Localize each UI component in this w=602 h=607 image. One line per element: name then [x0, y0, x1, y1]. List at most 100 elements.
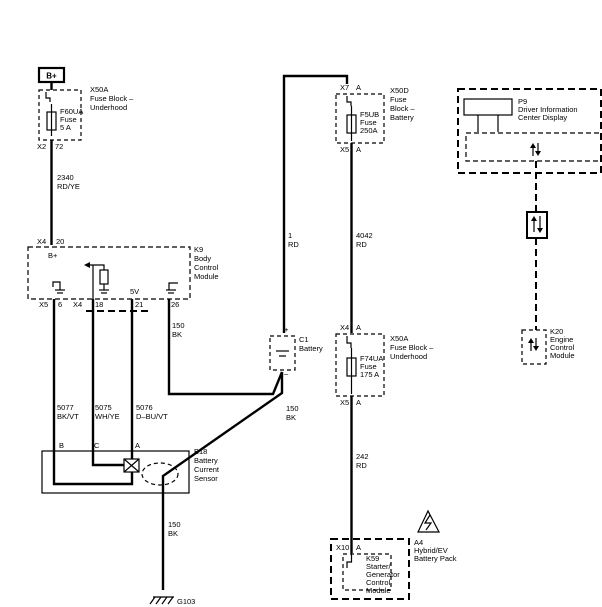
b18-name-3: Sensor: [194, 474, 218, 483]
gateway-data-icon: [526, 211, 548, 239]
x50d-ref: X50D: [390, 86, 409, 95]
wire-150-bot-circuit: 150: [168, 520, 181, 529]
hybrid-ev-battery-pack: X10 A A4 Hybrid/EV Battery Pack: [330, 509, 457, 600]
k9-5v: 5V: [130, 287, 139, 296]
x50d-connector-top: X7: [340, 83, 349, 92]
f74ua-ref: F74UA: [360, 354, 383, 363]
x50a-top-name-1: Fuse Block –: [90, 94, 134, 103]
x50d-pin-bottom: A: [356, 145, 361, 154]
x50a-mid-name-1: Fuse Block –: [390, 343, 434, 352]
f5ub-line-3: 250A: [360, 126, 378, 135]
wire-150-bot-color: BK: [168, 529, 178, 538]
k9-ref: K9: [194, 245, 203, 254]
k9-pin-21: 21: [135, 300, 143, 309]
k20-name-1: Engine: [550, 335, 573, 344]
k9-pin-6: 6: [58, 300, 62, 309]
k59-terminal-icon: [346, 553, 353, 568]
x50d-pin-top: A: [356, 83, 361, 92]
battery-c1: + – C1 Battery: [269, 325, 323, 378]
a4-name-2: Battery Pack: [414, 554, 457, 563]
fuse-block-battery: F5UB Fuse 250A: [335, 93, 385, 144]
c1-name: Battery: [299, 344, 323, 353]
wire-150-top: [167, 299, 284, 396]
engine-control-module: K20 Engine Control Module: [521, 327, 575, 365]
wire-4042-circuit: 4042: [356, 231, 373, 240]
wire-150-mid-color: BK: [286, 413, 296, 422]
k9-bplus: B+: [48, 251, 58, 260]
k59-name-2: Generator: [366, 570, 400, 579]
wire-4042-color: RD: [356, 240, 367, 249]
k9-bottom-connector-2: X4: [73, 300, 82, 309]
k20-name-3: Module: [550, 351, 575, 360]
f60ua-line-3: 5 A: [60, 123, 71, 132]
k9-bottom-connector: X5: [39, 300, 48, 309]
driver-information-center-display: P9 Driver Information Center Display: [457, 88, 602, 174]
wire-1rd-color: RD: [288, 240, 299, 249]
c1-plus: +: [284, 325, 289, 334]
wire-150-mid: [161, 372, 284, 590]
a4-pin: A: [356, 543, 361, 552]
starter-generator-control-module: K59 Starter/ Generator Control Module: [342, 553, 400, 595]
wire-242-circuit: 242: [356, 452, 369, 461]
k9-pin-26: 26: [171, 300, 179, 309]
a4-connector: X10: [336, 543, 349, 552]
k59-name-1: Starter/: [366, 562, 392, 571]
wire-1-rd: [282, 74, 349, 333]
k9-name-3: Module: [194, 272, 219, 281]
k9-ground-6-icon: [52, 281, 61, 290]
b18-name-2: Current: [194, 465, 220, 474]
x50d-name-1: Fuse: [390, 95, 407, 104]
k9-ground-26-icon: [168, 282, 178, 290]
c1-ref: C1: [299, 335, 309, 344]
high-voltage-warning-icon: [417, 509, 440, 533]
battery-positive-source: B+: [37, 66, 66, 90]
b18-pin-a: A: [135, 441, 140, 450]
wire-5077-color: BK/VT: [57, 412, 79, 421]
p9-name-2: Center Display: [518, 113, 567, 122]
x50a-mid-name-2: Underhood: [390, 352, 427, 361]
a4-name-1: Hybrid/EV: [414, 546, 448, 555]
ground-g103-icon: [149, 596, 174, 605]
x50a-top-name-2: Underhood: [90, 103, 127, 112]
k9-name-1: Body: [194, 254, 211, 263]
b18-pin-b: B: [59, 441, 64, 450]
x50a-top-ref: X50A: [90, 85, 108, 94]
k9-pin-top: 20: [56, 237, 64, 246]
f60ua-ref: F60UA: [60, 107, 83, 116]
f74ua-line-3: 175 A: [360, 370, 379, 379]
wire-5076-color: D–BU/VT: [136, 412, 168, 421]
k59-ref: K59: [366, 554, 379, 563]
x2-connector: X2: [37, 142, 46, 151]
f74ua-line-2: Fuse: [360, 362, 377, 371]
p9-name-1: Driver Information: [518, 105, 578, 114]
x50a-mid-connector-bottom: X5: [340, 398, 349, 407]
display-screen-icon: [463, 98, 513, 116]
k20-ref: K20: [550, 327, 563, 336]
f5ub-line-2: Fuse: [360, 118, 377, 127]
a4-ref: A4: [414, 538, 423, 547]
k9-resistor-icon: [99, 269, 109, 285]
wire-150-top-color: BK: [172, 330, 182, 339]
p9-data-arrows-icon: [530, 143, 541, 156]
wire-5077-circuit: 5077: [57, 403, 74, 412]
k9-name-2: Control: [194, 263, 219, 272]
wire-2340-circuit: 2340: [57, 173, 74, 182]
fuse-block-underhood-center: F74UA Fuse 175 A: [335, 333, 385, 397]
wire-5075: [91, 299, 124, 467]
b18-ref: B18: [194, 447, 207, 456]
current-sensor-icon: [123, 458, 140, 473]
k9-connector-top: X4: [37, 237, 46, 246]
wire-5076-circuit: 5076: [136, 403, 153, 412]
k59-name-3: Control: [366, 578, 391, 587]
battery-current-sensor: B C A B18 Battery Current Sensor: [41, 441, 220, 494]
x50a-mid-connector-top: X4: [340, 323, 349, 332]
f60ua-line-2: Fuse: [60, 115, 77, 124]
c1-minus: –: [284, 369, 289, 378]
b18-pin-c: C: [94, 441, 100, 450]
k20-name-2: Control: [550, 343, 575, 352]
wire-1rd-circuit: 1: [288, 231, 292, 240]
x50d-name-3: Battery: [390, 113, 414, 122]
x50a-mid-pin-top: A: [356, 323, 361, 332]
x50d-name-2: Block –: [390, 104, 415, 113]
